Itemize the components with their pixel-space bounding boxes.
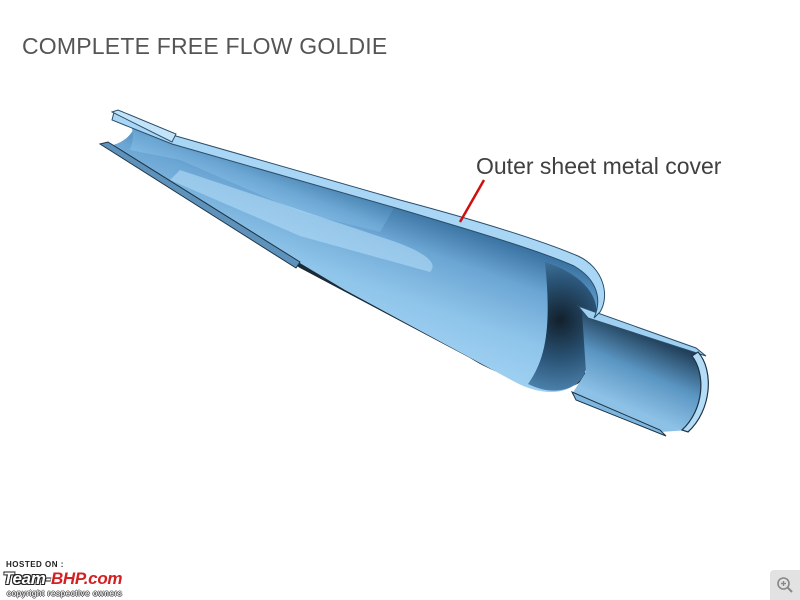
pipe-cone-highlight bbox=[170, 170, 433, 272]
pipe-inlet-lip-top bbox=[110, 109, 177, 143]
watermark-logo-team: Team- bbox=[3, 569, 51, 588]
watermark-hosted-text: HOSTED ON : bbox=[6, 560, 64, 569]
pipe-outlet-rim bbox=[680, 351, 709, 433]
pipe-inlet-lip-bottom bbox=[98, 141, 301, 269]
watermark-logo: Team-BHP.com bbox=[3, 569, 123, 589]
pipe-cone-body bbox=[104, 116, 602, 393]
pipe-outlet bbox=[572, 312, 705, 432]
watermark-copyright: copyright respective owners bbox=[7, 589, 123, 598]
callout-leader-line bbox=[458, 179, 486, 223]
watermark-logo-bhp: BHP.com bbox=[50, 569, 123, 588]
pipe-outlet-bottom-wall bbox=[570, 390, 667, 437]
team-bhp-watermark: HOSTED ON : Team-BHP.com copyright respe… bbox=[3, 560, 203, 600]
silencer-chamber bbox=[528, 262, 597, 391]
pipe-outlet-top-wall bbox=[576, 304, 707, 357]
slide-title: COMPLETE FREE FLOW GOLDIE bbox=[22, 33, 388, 59]
magnifier-plus-icon bbox=[777, 577, 793, 593]
callout-label: Outer sheet metal cover bbox=[476, 153, 722, 179]
zoom-button[interactable] bbox=[770, 570, 800, 600]
